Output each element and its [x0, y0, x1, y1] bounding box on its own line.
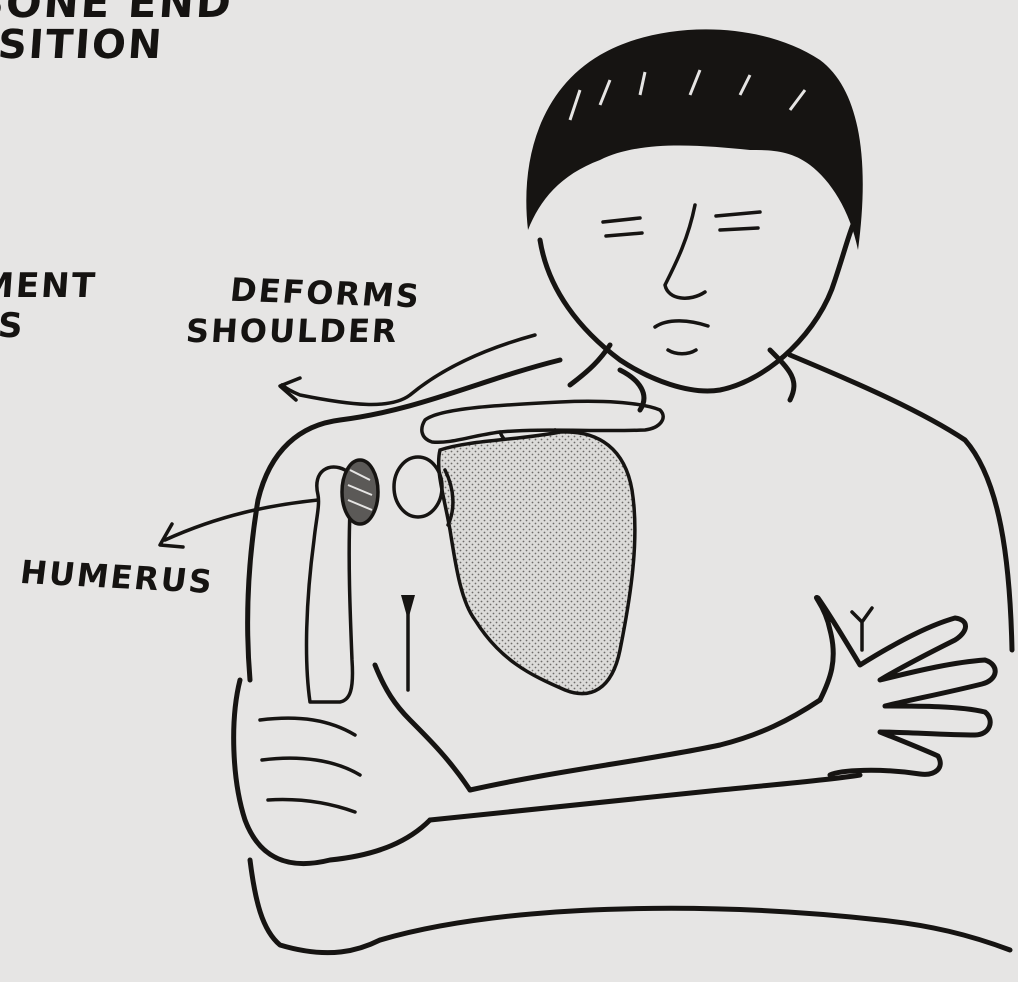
- humeral-head: [342, 460, 378, 524]
- right-hand: [816, 597, 995, 775]
- torso-bottom: [380, 908, 1010, 950]
- hair: [526, 29, 862, 250]
- face-outline: [540, 220, 855, 391]
- neck-left: [570, 345, 610, 385]
- tendon-mark: [852, 608, 872, 650]
- torso-left: [250, 860, 380, 953]
- eye-right: [716, 212, 760, 230]
- glenoid: [394, 457, 442, 517]
- deforms-label-line2: SHOULDER: [185, 312, 400, 350]
- left-label-line2: S: [0, 306, 26, 346]
- humerus-arrow: [165, 500, 318, 540]
- top-title-line2: SITION: [0, 22, 165, 68]
- forearm: [430, 700, 860, 820]
- fingers-left: [260, 718, 360, 812]
- left-hand: [234, 665, 470, 864]
- scapula: [439, 432, 635, 694]
- mouth: [655, 321, 708, 354]
- eye-left: [603, 218, 642, 236]
- left-label-line1: MENT: [0, 266, 98, 306]
- down-arrow-head: [401, 595, 415, 620]
- nose: [665, 205, 705, 298]
- deforms-label-line1: DEFORMS: [228, 271, 422, 316]
